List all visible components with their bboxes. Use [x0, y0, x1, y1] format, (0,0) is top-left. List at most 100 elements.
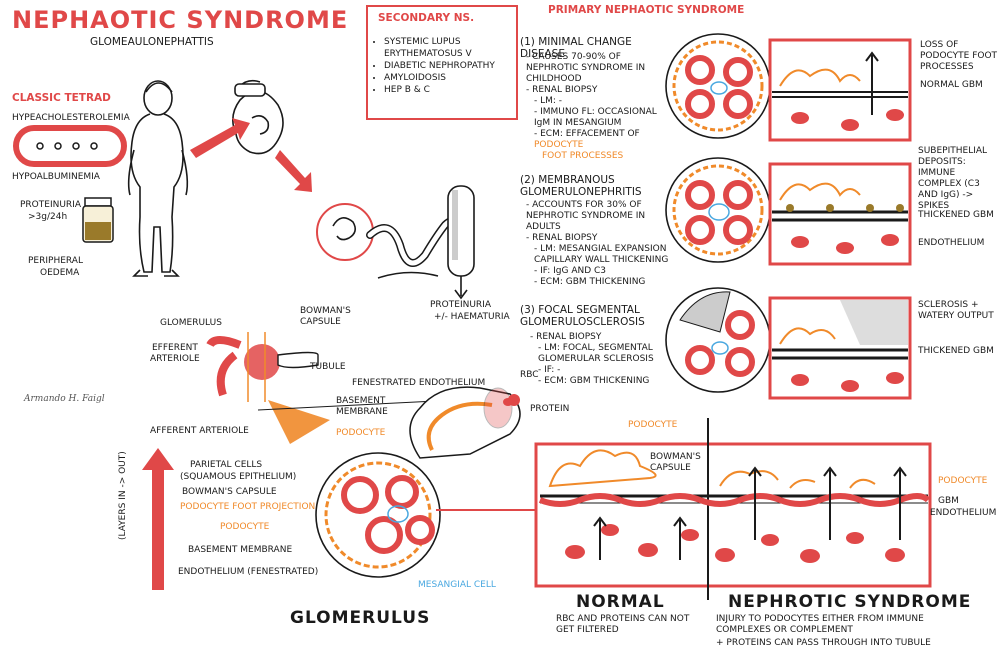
collecting-duct	[447, 185, 475, 277]
basement-label-2: MEMBRANE	[336, 407, 388, 417]
secondary-item: HEP B & C	[384, 84, 524, 96]
filtration-panel	[534, 442, 932, 588]
podocyte-label-2: PODOCYTE	[220, 522, 270, 532]
mgn-panel	[665, 157, 912, 266]
mcd-line: - CAUSES 70-90% OF NEPHROTIC SYNDROME IN…	[526, 52, 646, 84]
mgn-line: - LM: MESANGIAL EXPANSION CAPILLARY WALL…	[534, 244, 669, 265]
mgn-line: - IF: IgG AND C3	[534, 266, 607, 276]
fsgs-line: - ECM: GBM THICKENING	[538, 376, 650, 386]
glomerulus-small	[206, 332, 319, 402]
mcd-lines: - CAUSES 70-90% OF NEPHROTIC SYNDROME IN…	[526, 52, 672, 162]
secondary-item: SYSTEMIC LUPUS ERYTHEMATOSUS V	[384, 36, 524, 60]
vessel-cholesterol	[13, 125, 127, 167]
edema-label-2: OEDEMA	[40, 268, 80, 278]
page-subtitle: GLOMEAULONEPHATTIS	[90, 36, 214, 48]
bottom-bowmans-1: BOWMAN'S	[650, 452, 701, 462]
flow-arrow-2	[275, 150, 312, 192]
flow-arrow-1	[190, 118, 250, 158]
bowmans-capsule-label: BOWMAN'S CAPSULE	[182, 487, 277, 497]
mcd-gbm-label: NORMAL GBM	[920, 80, 983, 90]
endothelium-label: ENDOTHELIUM (FENESTRATED)	[178, 567, 319, 577]
mgn-lines: - ACCOUNTS FOR 30% OF NEPHROTIC SYNDROME…	[526, 200, 672, 288]
layers-arrow	[142, 448, 174, 590]
kidney-icon	[232, 79, 284, 155]
classic-tetrad-heading: CLASSIC TETRAD	[12, 92, 111, 104]
secondary-box	[366, 5, 518, 120]
parietal-label-1: PARIETAL CELLS	[190, 460, 263, 470]
nephrotic-title: NEPHROTIC SYNDROME	[728, 592, 972, 612]
mcd-ecm-line: - ECM: EFFACEMENT OF PODOCYTE	[526, 129, 672, 151]
hypoalbuminemia-label: HYPOALBUMINEMIA	[12, 172, 100, 182]
foot-projection-label: PODOCYTE FOOT PROJECTION	[180, 502, 316, 512]
secondary-heading: SECONDARY NS.	[378, 12, 475, 24]
patient-figure-icon	[127, 80, 189, 277]
glomerulus-title: GLOMERULUS	[290, 608, 431, 628]
mgn-gbm-label: THICKENED GBM	[918, 210, 994, 220]
mcd-line: - LM: -	[534, 96, 563, 106]
fsgs-line: - LM: FOCAL, SEGMENTAL GLOMERULAR SCLERO…	[538, 343, 654, 364]
mgn-deposits-label: SUBEPITHELIAL DEPOSITS: IMMUNE COMPLEX (…	[918, 146, 988, 211]
bottom-label-gbm: GBM	[938, 496, 959, 506]
efferent-label-2: ARTERIOLE	[150, 354, 200, 364]
fsgs-line: - IF: -	[538, 365, 561, 375]
fsgs-gbm-label: THICKENED GBM	[918, 346, 994, 356]
podocyte-label: PODOCYTE	[534, 140, 584, 150]
mcd-line: - ECM: EFFACEMENT OF	[534, 129, 640, 139]
normal-description: RBC AND PROTEINS CAN NOT GET FILTERED	[556, 614, 690, 635]
basement-label-1: BASEMENT	[336, 396, 386, 406]
mcd-panel	[665, 33, 912, 142]
nephrotic-description-2: + PROTEINS CAN PASS THROUGH INTO TUBULE	[716, 638, 931, 648]
foot-processes-label: FOOT PROCESSES	[542, 151, 624, 161]
efferent-label-1: EFFERENT	[152, 343, 198, 353]
layers-label: (LAYERS IN -> OUT)	[118, 451, 128, 540]
mcd-title: (1) MINIMAL CHANGE DISEASE	[520, 36, 632, 60]
bottom-bowmans-2: CAPSULE	[650, 463, 691, 473]
bowmans-label-2: CAPSULE	[300, 317, 341, 327]
secondary-list: SYSTEMIC LUPUS ERYTHEMATOSUS V DIABETIC …	[372, 36, 524, 96]
fsgs-panel	[665, 287, 912, 400]
mcd-line: - RENAL BIOPSY	[526, 85, 598, 95]
fsgs-lines: - RENAL BIOPSY - LM: FOCAL, SEGMENTAL GL…	[530, 332, 670, 387]
proteinuria-amount: >3g/24h	[28, 212, 68, 222]
proteinuria-label: PROTEINURIA	[20, 200, 81, 210]
page-title: NEPHAOTIC SYNDROME	[12, 6, 349, 34]
bottom-podocyte-label: PODOCYTE	[628, 420, 678, 430]
proteinuria-hem-label-2: +/- HAEMATURIA	[434, 312, 510, 322]
edema-label-1: PERIPHERAL	[28, 256, 83, 266]
tubule-label: TUBULE	[310, 362, 346, 372]
mgn-line: - ECM: GBM THICKENING	[534, 277, 646, 287]
glomerulus-small-label: GLOMERULUS	[160, 318, 222, 328]
mgn-line: - RENAL BIOPSY	[526, 233, 598, 243]
normal-title: NORMAL	[576, 592, 665, 612]
mcd-loss-label: LOSS OF PODOCYTE FOOT PROCESSES	[920, 40, 998, 72]
fsgs-title: (3) FOCAL SEGMENTAL GLOMERULOSCLEROSIS	[520, 304, 645, 328]
mgn-title: (2) MEMBRANOUS GLOMERULONEPHRITIS	[520, 174, 642, 198]
mcd-line: - IMMUNO FL: OCCASIONAL IgM IN MESANGIUM	[534, 107, 657, 128]
mesangial-label: MESANGIAL CELL	[418, 580, 496, 590]
mgn-endothelium-label: ENDOTHELIUM	[918, 238, 985, 248]
glomerulus-cross-section	[315, 452, 441, 578]
parietal-label-2: (SQUAMOUS EPITHELIUM)	[180, 472, 297, 482]
podocyte-middle-label: PODOCYTE	[336, 428, 386, 438]
secondary-item: AMYLOIDOSIS	[384, 72, 524, 84]
urine-jar-icon	[82, 197, 114, 243]
protein-label: PROTEIN	[530, 404, 570, 414]
afferent-label: AFFERENT ARTERIOLE	[150, 426, 249, 436]
capillary-loop	[409, 386, 521, 459]
mgn-line: - ACCOUNTS FOR 30% OF NEPHROTIC SYNDROME…	[526, 200, 646, 232]
zoom-funnel	[268, 400, 330, 444]
proteinuria-hem-label-1: PROTEINURIA	[430, 300, 491, 310]
nephron-zoom-circle	[316, 203, 374, 261]
hypercholesterolemia-label: HYPEACHOLESTEROLEMIA	[12, 113, 130, 123]
basement-membrane-label: BASEMENT MEMBRANE	[188, 545, 293, 555]
secondary-item: DIABETIC NEPHROPATHY	[384, 60, 524, 72]
fsgs-sclerosis-label: SCLEROSIS + WATERY OUTPUT	[918, 300, 994, 321]
signature: Armando H. Faigl	[24, 394, 105, 404]
fenestrated-label: FENESTRATED ENDOTHELIUM	[352, 378, 486, 388]
rbc-label: RBC	[520, 370, 539, 380]
bottom-label-podocyte: PODOCYTE	[938, 476, 988, 486]
primary-heading: PRIMARY NEPHAOTIC SYNDROME	[548, 4, 745, 16]
bottom-label-endothelium: ENDOTHELIUM	[930, 508, 997, 518]
fsgs-line: - RENAL BIOPSY	[530, 332, 602, 342]
